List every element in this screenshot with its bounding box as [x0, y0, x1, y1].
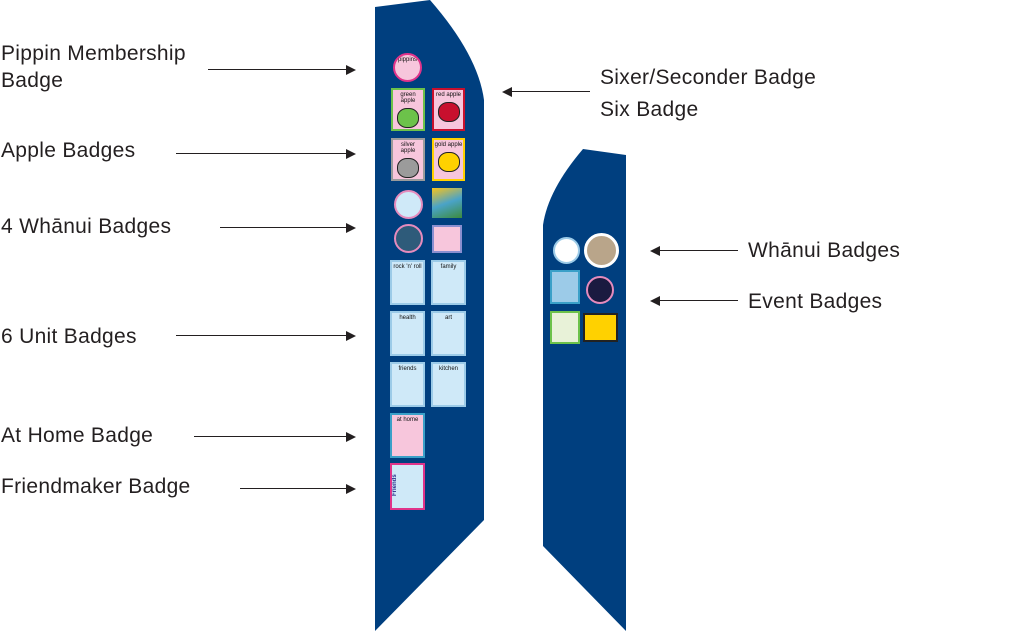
arrow: [194, 431, 356, 442]
badge-label: green apple: [400, 92, 416, 104]
whanui-badge-3: [394, 224, 423, 253]
at-home-badge: at home: [390, 413, 425, 458]
unit-badge-health: health: [390, 311, 425, 356]
arrow: [176, 330, 356, 341]
event-badge-1: [550, 270, 580, 304]
event-badge-4: [583, 313, 618, 342]
label-pippin: Pippin Membership Badge: [1, 42, 186, 92]
apple-icon: [437, 152, 460, 172]
friendmaker-badge: Friends: [390, 463, 425, 510]
pippin-badge: pippins: [393, 53, 422, 82]
label-apple: Apple Badges: [1, 139, 136, 162]
unit-badge-friends: friends: [390, 362, 425, 407]
red-apple-badge: red apple: [432, 88, 465, 131]
label-whanui4: 4 Whānui Badges: [1, 215, 172, 238]
gold-apple-badge: gold apple: [432, 138, 465, 181]
arrow: [208, 64, 356, 75]
arrow: [650, 245, 738, 256]
label-six: Six Badge: [600, 98, 699, 121]
event-badge-2: [586, 276, 614, 304]
arrow: [502, 86, 590, 97]
badge-label: red apple: [435, 92, 462, 98]
silver-apple-badge: silver apple: [391, 138, 425, 181]
label-athome: At Home Badge: [1, 424, 154, 447]
whanui-badge-4: [432, 225, 462, 253]
label-friendmaker: Friendmaker Badge: [1, 475, 191, 498]
whanui-badge-right-2: [584, 233, 619, 268]
label-sixer: Sixer/Seconder Badge: [600, 66, 817, 89]
unit-badge-kitchen: kitchen: [431, 362, 466, 407]
green-apple-badge: green apple: [391, 88, 425, 131]
arrow: [220, 222, 356, 233]
whanui-badge-1: [394, 190, 423, 219]
arrow: [240, 483, 356, 494]
right-sash: [543, 149, 626, 631]
whanui-badge-right-1: [553, 237, 580, 264]
unit-badge-family: family: [431, 260, 466, 305]
apple-icon: [437, 102, 460, 122]
arrow: [650, 295, 738, 306]
label-whanui: Whānui Badges: [748, 239, 901, 262]
badge-label: silver apple: [400, 142, 416, 154]
badge-label: gold apple: [434, 142, 463, 148]
unit-badge-art: art: [431, 311, 466, 356]
arrow: [176, 148, 356, 159]
apple-icon: [397, 158, 419, 178]
whanui-badge-2: [432, 188, 462, 218]
event-badge-3: [550, 311, 580, 344]
apple-icon: [397, 108, 419, 128]
label-event: Event Badges: [748, 290, 883, 313]
label-unit: 6 Unit Badges: [1, 325, 137, 348]
unit-badge-rock-n-roll: rock 'n' roll: [390, 260, 425, 305]
